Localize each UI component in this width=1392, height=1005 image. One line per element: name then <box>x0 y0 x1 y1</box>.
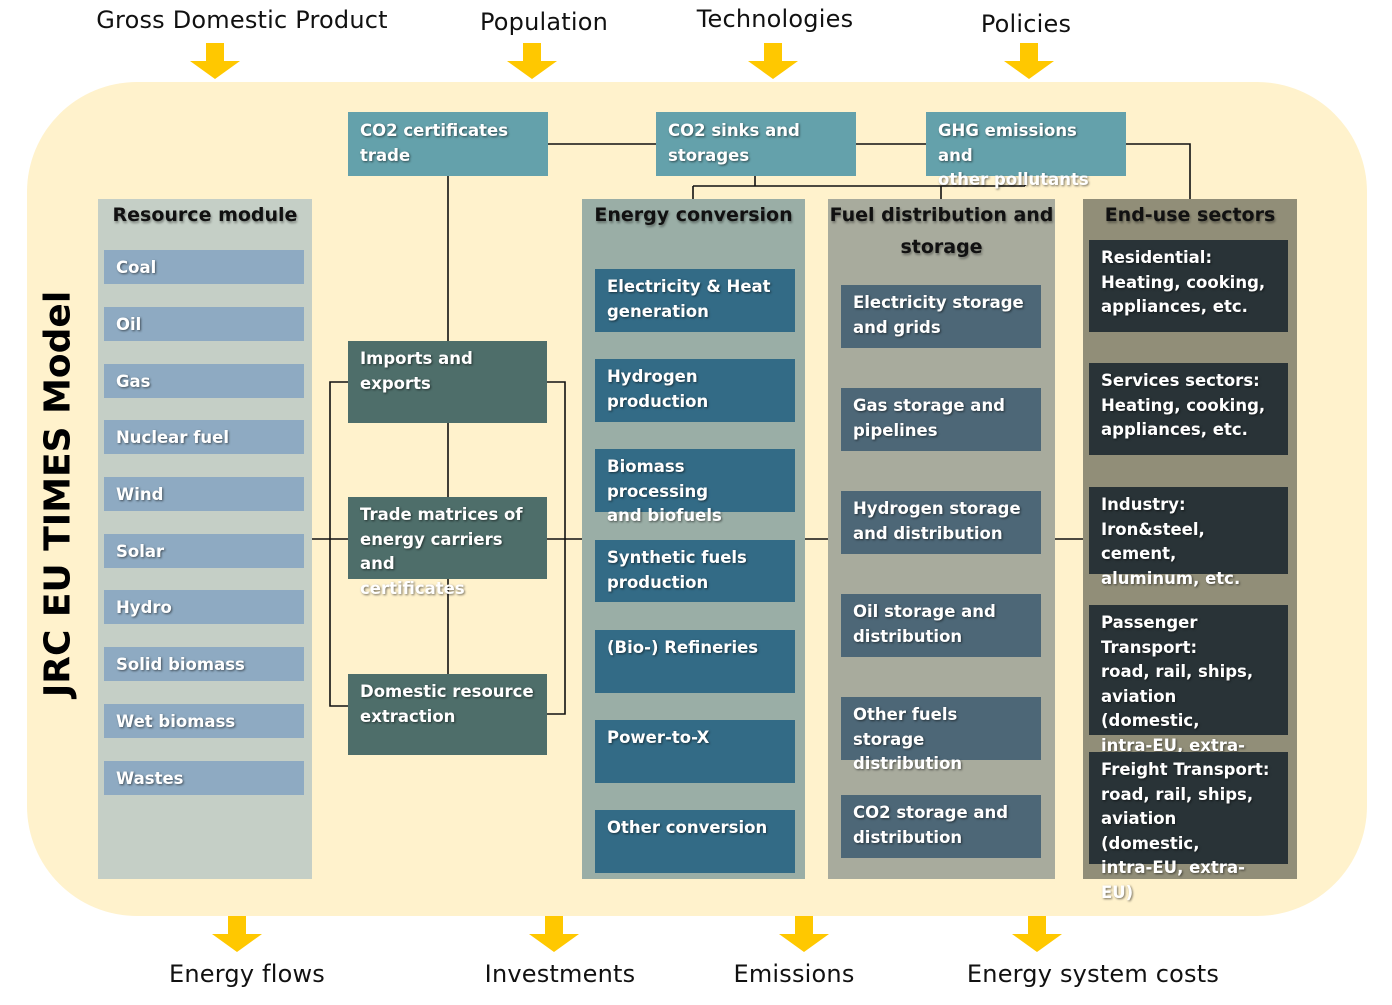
resource-item-hydro: Hydro <box>104 590 304 624</box>
end-use-column: End-use sectors Residential: Heating, co… <box>1083 199 1297 902</box>
input-label-policies: Policies <box>980 10 1072 38</box>
trade-matrices-box: Trade matrices of energy carriers and ce… <box>348 497 547 598</box>
output-label-investments: Investments <box>484 960 636 988</box>
resource-item-coal: Coal <box>104 250 304 284</box>
down-arrow-icon <box>212 916 262 952</box>
resource-item-wind: Wind <box>104 477 304 511</box>
output-label-emissions: Emissions <box>733 960 855 988</box>
conversion-item-refineries: (Bio-) Refineries <box>595 630 795 693</box>
down-arrow-icon <box>1004 43 1054 79</box>
down-arrow-icon <box>190 43 240 79</box>
conversion-item-biomass: Biomass processing and biofuels <box>595 449 795 525</box>
resource-module-column: Resource module Coal Oil Gas Nuclear fue… <box>98 199 312 879</box>
end-use-item-industry: Industry: Iron&steel, cement, aluminum, … <box>1089 487 1288 588</box>
distribution-item-other-fuels: Other fuels storage distribution <box>841 697 1041 773</box>
down-arrow-icon <box>507 43 557 79</box>
output-label-energy-system-costs: Energy system costs <box>966 960 1220 988</box>
input-label-technologies: Technologies <box>696 5 854 33</box>
conversion-item-synthetic-fuels: Synthetic fuels production <box>595 540 795 602</box>
energy-conversion-column: Energy conversion Electricity & Heat gen… <box>582 199 805 879</box>
energy-conversion-title: Energy conversion <box>594 204 793 226</box>
distribution-item-gas: Gas storage and pipelines <box>841 388 1041 451</box>
resource-item-wastes: Wastes <box>104 761 304 795</box>
down-arrow-icon <box>529 916 579 952</box>
down-arrow-icon <box>779 916 829 952</box>
distribution-item-oil: Oil storage and distribution <box>841 594 1041 657</box>
domestic-extraction-box: Domestic resource extraction <box>348 674 547 755</box>
distribution-item-electricity: Electricity storage and grids <box>841 285 1041 348</box>
end-use-item-residential: Residential: Heating, cooking, appliance… <box>1089 240 1288 332</box>
conversion-item-hydrogen: Hydrogen production <box>595 359 795 422</box>
output-label-energy-flows: Energy flows <box>169 960 325 988</box>
co2-certificates-trade-box: CO2 certificates trade <box>348 112 548 176</box>
down-arrow-icon <box>1012 916 1062 952</box>
resource-item-solar: Solar <box>104 534 304 568</box>
end-use-title: End-use sectors <box>1104 204 1276 226</box>
resource-item-solid-biomass: Solid biomass <box>104 647 304 681</box>
distribution-item-hydrogen: Hydrogen storage and distribution <box>841 491 1041 554</box>
resource-item-oil: Oil <box>104 307 304 341</box>
distribution-item-co2: CO2 storage and distribution <box>841 795 1041 858</box>
co2-sinks-storages-box: CO2 sinks and storages <box>656 112 856 176</box>
conversion-item-other: Other conversion <box>595 810 795 873</box>
end-use-item-services: Services sectors: Heating, cooking, appl… <box>1089 363 1288 455</box>
conversion-item-power-to-x: Power-to-X <box>595 720 795 783</box>
input-label-population: Population <box>479 8 609 36</box>
resource-module-title: Resource module <box>112 204 298 226</box>
end-use-item-freight-transport: Freight Transport: road, rail, ships, av… <box>1089 752 1288 902</box>
fuel-distribution-title: Fuel distribution and storage <box>829 204 1054 258</box>
resource-item-gas: Gas <box>104 364 304 398</box>
input-label-gdp: Gross Domestic Product <box>96 6 388 34</box>
end-use-item-passenger-transport: Passenger Transport: road, rail, ships, … <box>1089 605 1288 779</box>
conversion-item-electricity-heat: Electricity & Heat generation <box>595 269 795 332</box>
ghg-emissions-box: GHG emissions and other pollutants <box>926 112 1126 189</box>
down-arrow-icon <box>748 43 798 79</box>
imports-exports-box: Imports and exports <box>348 341 547 423</box>
resource-item-nuclear-fuel: Nuclear fuel <box>104 420 304 454</box>
model-title: JRC EU TIMES Model <box>37 290 79 698</box>
fuel-distribution-column: Fuel distribution and storage Electricit… <box>828 199 1055 879</box>
resource-item-wet-biomass: Wet biomass <box>104 704 304 738</box>
